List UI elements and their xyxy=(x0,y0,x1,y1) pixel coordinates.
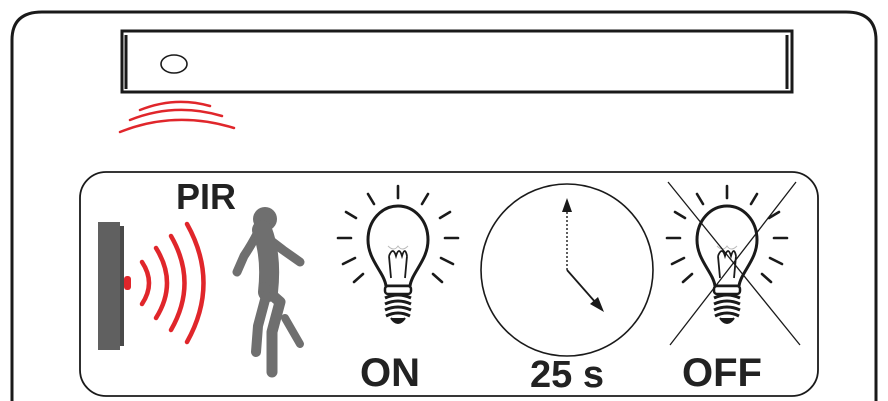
pir-label: PIR xyxy=(176,179,236,215)
off-label: OFF xyxy=(682,353,762,393)
emission-waves-icon xyxy=(120,102,234,132)
sensor-window-icon xyxy=(161,55,187,73)
on-label: ON xyxy=(360,353,420,393)
timer-label: 25 s xyxy=(530,356,604,394)
clock-icon xyxy=(481,184,653,356)
sensor-slot xyxy=(122,31,792,92)
